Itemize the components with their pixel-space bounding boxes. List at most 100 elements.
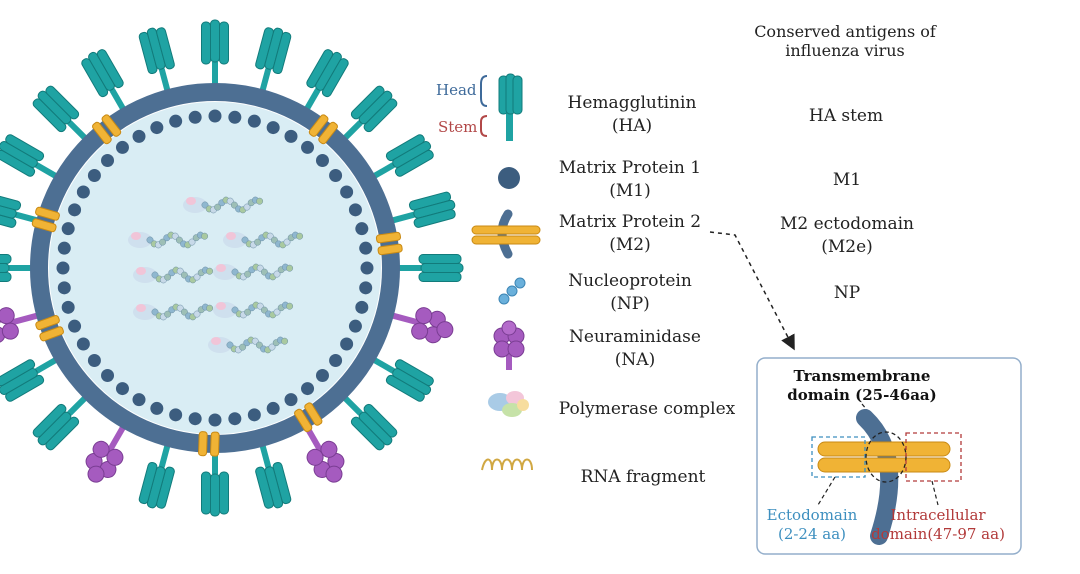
hemagglutinin-spike	[32, 85, 92, 145]
legend-np-name: Nucleoprotein	[568, 271, 692, 291]
m1-dot	[359, 241, 373, 255]
m1-dot	[188, 412, 202, 426]
nucleoprotein-icon	[498, 277, 526, 305]
conserved-title-line1: Conserved antigens of	[754, 22, 937, 41]
m1-dot	[284, 393, 298, 407]
rna-fragment-icon	[481, 458, 533, 471]
conserved-title-line2: influenza virus	[785, 41, 905, 60]
m1-dot	[340, 185, 354, 199]
m1-dot	[169, 408, 183, 422]
antigen-np: NP	[834, 283, 860, 303]
neuraminidase-spike	[301, 421, 345, 483]
rnp-complex	[213, 263, 294, 281]
ectodomain-line2: (2-24 aa)	[778, 525, 846, 543]
m2-detail-arrow	[709, 231, 795, 351]
m1-dot	[329, 354, 343, 368]
matrix-protein-1-layer	[56, 109, 374, 427]
virus-particle	[0, 19, 464, 517]
intracellular-region	[905, 432, 962, 482]
m1-dot	[132, 393, 146, 407]
m2-channel	[92, 114, 122, 145]
hemagglutinin-spike	[367, 134, 434, 182]
m1-dot	[169, 114, 183, 128]
head-bracket	[480, 75, 488, 107]
legend-ha-abbr: (HA)	[612, 116, 652, 136]
neuraminidase-spike	[85, 421, 129, 483]
hemagglutinin-spike	[0, 354, 63, 402]
hemagglutinin-spike	[0, 134, 63, 182]
ectodomain-region	[811, 436, 866, 478]
hemagglutinin-spike	[201, 19, 229, 90]
legend-m2-abbr: (M2)	[609, 235, 651, 255]
neuraminidase-spike	[0, 307, 43, 344]
m1-dot	[208, 109, 222, 123]
m1-dot	[266, 401, 280, 415]
legend-m1-abbr: (M1)	[609, 181, 651, 201]
legend-m2-name: Matrix Protein 2	[559, 212, 701, 232]
m1-dot	[355, 300, 369, 314]
m1-dot	[87, 168, 101, 182]
antigen-m1: M1	[833, 170, 861, 190]
m1-dot	[150, 121, 164, 135]
hemagglutinin-icon	[498, 73, 523, 141]
m1-dot	[247, 114, 261, 128]
m1-dot	[208, 413, 222, 427]
m2-channel	[35, 315, 64, 342]
m1-dot	[329, 168, 343, 182]
m1-dot	[57, 241, 71, 255]
ectodomain-line1: Ectodomain	[767, 506, 858, 524]
m1-dot	[355, 222, 369, 236]
m2-channel	[294, 402, 323, 433]
hemagglutinin-spike	[393, 254, 464, 282]
legend-rna-name: RNA fragment	[581, 467, 706, 487]
intracellular-line2: domain(47-97 aa)	[871, 525, 1005, 543]
rnp-complex	[213, 301, 294, 319]
m1-dot	[76, 185, 90, 199]
legend-m1-name: Matrix Protein 1	[559, 158, 701, 178]
legend-np-abbr: (NP)	[610, 294, 650, 314]
tm-domain-line2: domain (25-46aa)	[787, 386, 937, 404]
rnp-complex	[183, 196, 264, 214]
matrix-protein-2-icon	[471, 209, 541, 259]
rnp-complex	[133, 266, 214, 284]
m1-dot	[315, 154, 329, 168]
m2-helix-top	[817, 441, 951, 457]
neuraminidase-spike	[387, 307, 454, 344]
m1-dot	[68, 203, 82, 217]
m1-dot	[115, 382, 129, 396]
m1-dot	[101, 368, 115, 382]
m1-dot	[301, 382, 315, 396]
m1-dot	[87, 354, 101, 368]
m1-dot	[61, 300, 75, 314]
m1-dot	[188, 110, 202, 124]
m1-dot	[284, 129, 298, 143]
m1-dot	[228, 412, 242, 426]
m1-dot	[228, 110, 242, 124]
hemagglutinin-spike	[32, 391, 92, 451]
m2-channel	[31, 206, 60, 233]
m1-dot	[132, 129, 146, 143]
hemagglutinin-spike	[201, 446, 229, 517]
m1-dot	[266, 121, 280, 135]
rnp-complex	[128, 231, 209, 249]
legend-ha-name: Hemagglutinin	[568, 93, 697, 113]
ribonucleoprotein-complexes	[128, 196, 304, 354]
hemagglutinin-spike	[0, 254, 37, 282]
intracellular-line1: Intracellular	[890, 506, 986, 524]
legend-na-name: Neuraminidase	[569, 327, 701, 347]
stem-bracket	[480, 115, 488, 137]
polymerase-complex-icon	[488, 391, 529, 417]
rnp-complex	[133, 303, 214, 321]
m2-channel	[375, 231, 403, 256]
m2-helix-bottom	[817, 457, 951, 473]
m1-dot	[56, 261, 70, 275]
stem-label: Stem	[438, 118, 477, 136]
m1-dot	[360, 261, 374, 275]
ecto-pointer	[817, 476, 836, 506]
hemagglutinin-spike	[367, 354, 434, 402]
m1-dot	[68, 319, 82, 333]
m1-dot	[301, 140, 315, 154]
m2-channels	[31, 114, 403, 457]
tm-domain-line1: Transmembrane	[794, 367, 931, 385]
head-label: Head	[436, 81, 477, 99]
